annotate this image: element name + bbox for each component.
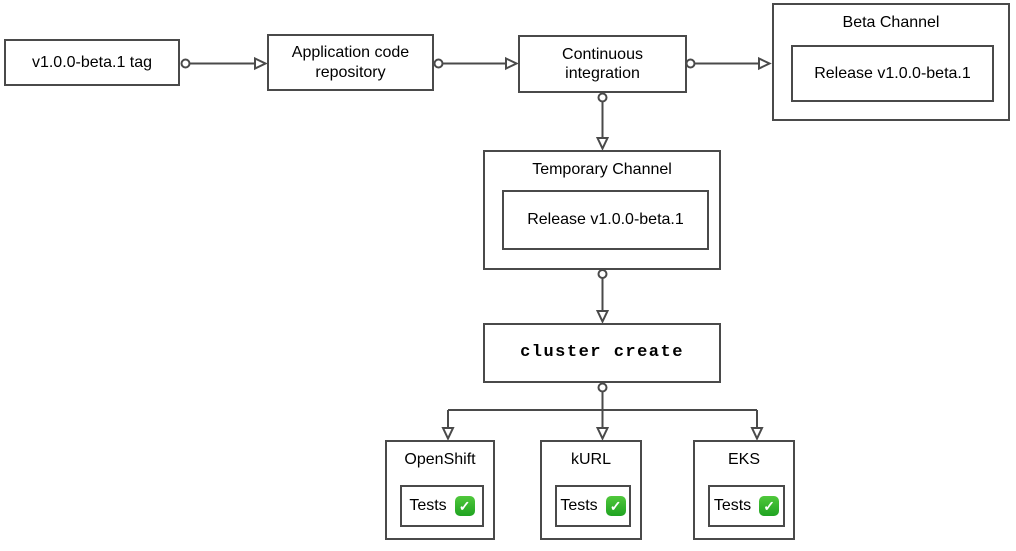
temp-release-box: Release v1.0.0-beta.1 [502, 190, 709, 250]
cluster-create-node: cluster create [483, 323, 721, 383]
check-passed-icon: ✓ [759, 496, 780, 516]
temp-release-label: Release v1.0.0-beta.1 [527, 211, 684, 228]
connector-temp-to-cluster [595, 269, 610, 324]
platform-node-eks: EKS Tests ✓ [693, 440, 795, 540]
check-passed-icon: ✓ [454, 496, 475, 516]
temporary-channel-title: Temporary Channel [532, 161, 672, 178]
app-repo-label: Application code repository [291, 44, 410, 81]
ci-label: Continuous integration [562, 45, 643, 82]
platform-title-kurl: kURL [570, 451, 611, 468]
connector-cluster-to-platforms [441, 382, 764, 441]
ci-node: Continuous integration [518, 35, 687, 93]
temporary-channel-node: Temporary Channel Release v1.0.0-beta.1 [483, 150, 721, 270]
beta-channel-node: Beta Channel Release v1.0.0-beta.1 [772, 3, 1010, 121]
tests-label: Tests [409, 497, 447, 514]
tests-label: Tests [560, 497, 598, 514]
app-repo-node: Application code repository [267, 34, 434, 91]
connector-tag-to-repo [180, 56, 268, 71]
connector-ci-to-beta [685, 56, 772, 71]
platform-node-openshift: OpenShift Tests ✓ [385, 440, 495, 540]
platform-node-kurl: kURL Tests ✓ [540, 440, 642, 540]
cluster-create-label: cluster create [520, 342, 684, 362]
check-passed-icon: ✓ [605, 496, 626, 516]
tests-box-openshift: Tests ✓ [400, 485, 484, 527]
tests-box-kurl: Tests ✓ [555, 485, 631, 527]
beta-channel-title: Beta Channel [842, 14, 940, 31]
beta-release-label: Release v1.0.0-beta.1 [814, 64, 971, 82]
tests-box-eks: Tests ✓ [708, 485, 785, 527]
beta-release-box: Release v1.0.0-beta.1 [791, 45, 994, 102]
platform-title-eks: EKS [727, 451, 760, 468]
tests-label: Tests [713, 497, 752, 514]
tag-label: v1.0.0-beta.1 tag [31, 53, 153, 71]
tag-node: v1.0.0-beta.1 tag [4, 39, 180, 86]
platform-title-openshift: OpenShift [404, 451, 476, 468]
connector-repo-to-ci [433, 56, 519, 71]
connector-ci-to-temp [595, 92, 610, 151]
